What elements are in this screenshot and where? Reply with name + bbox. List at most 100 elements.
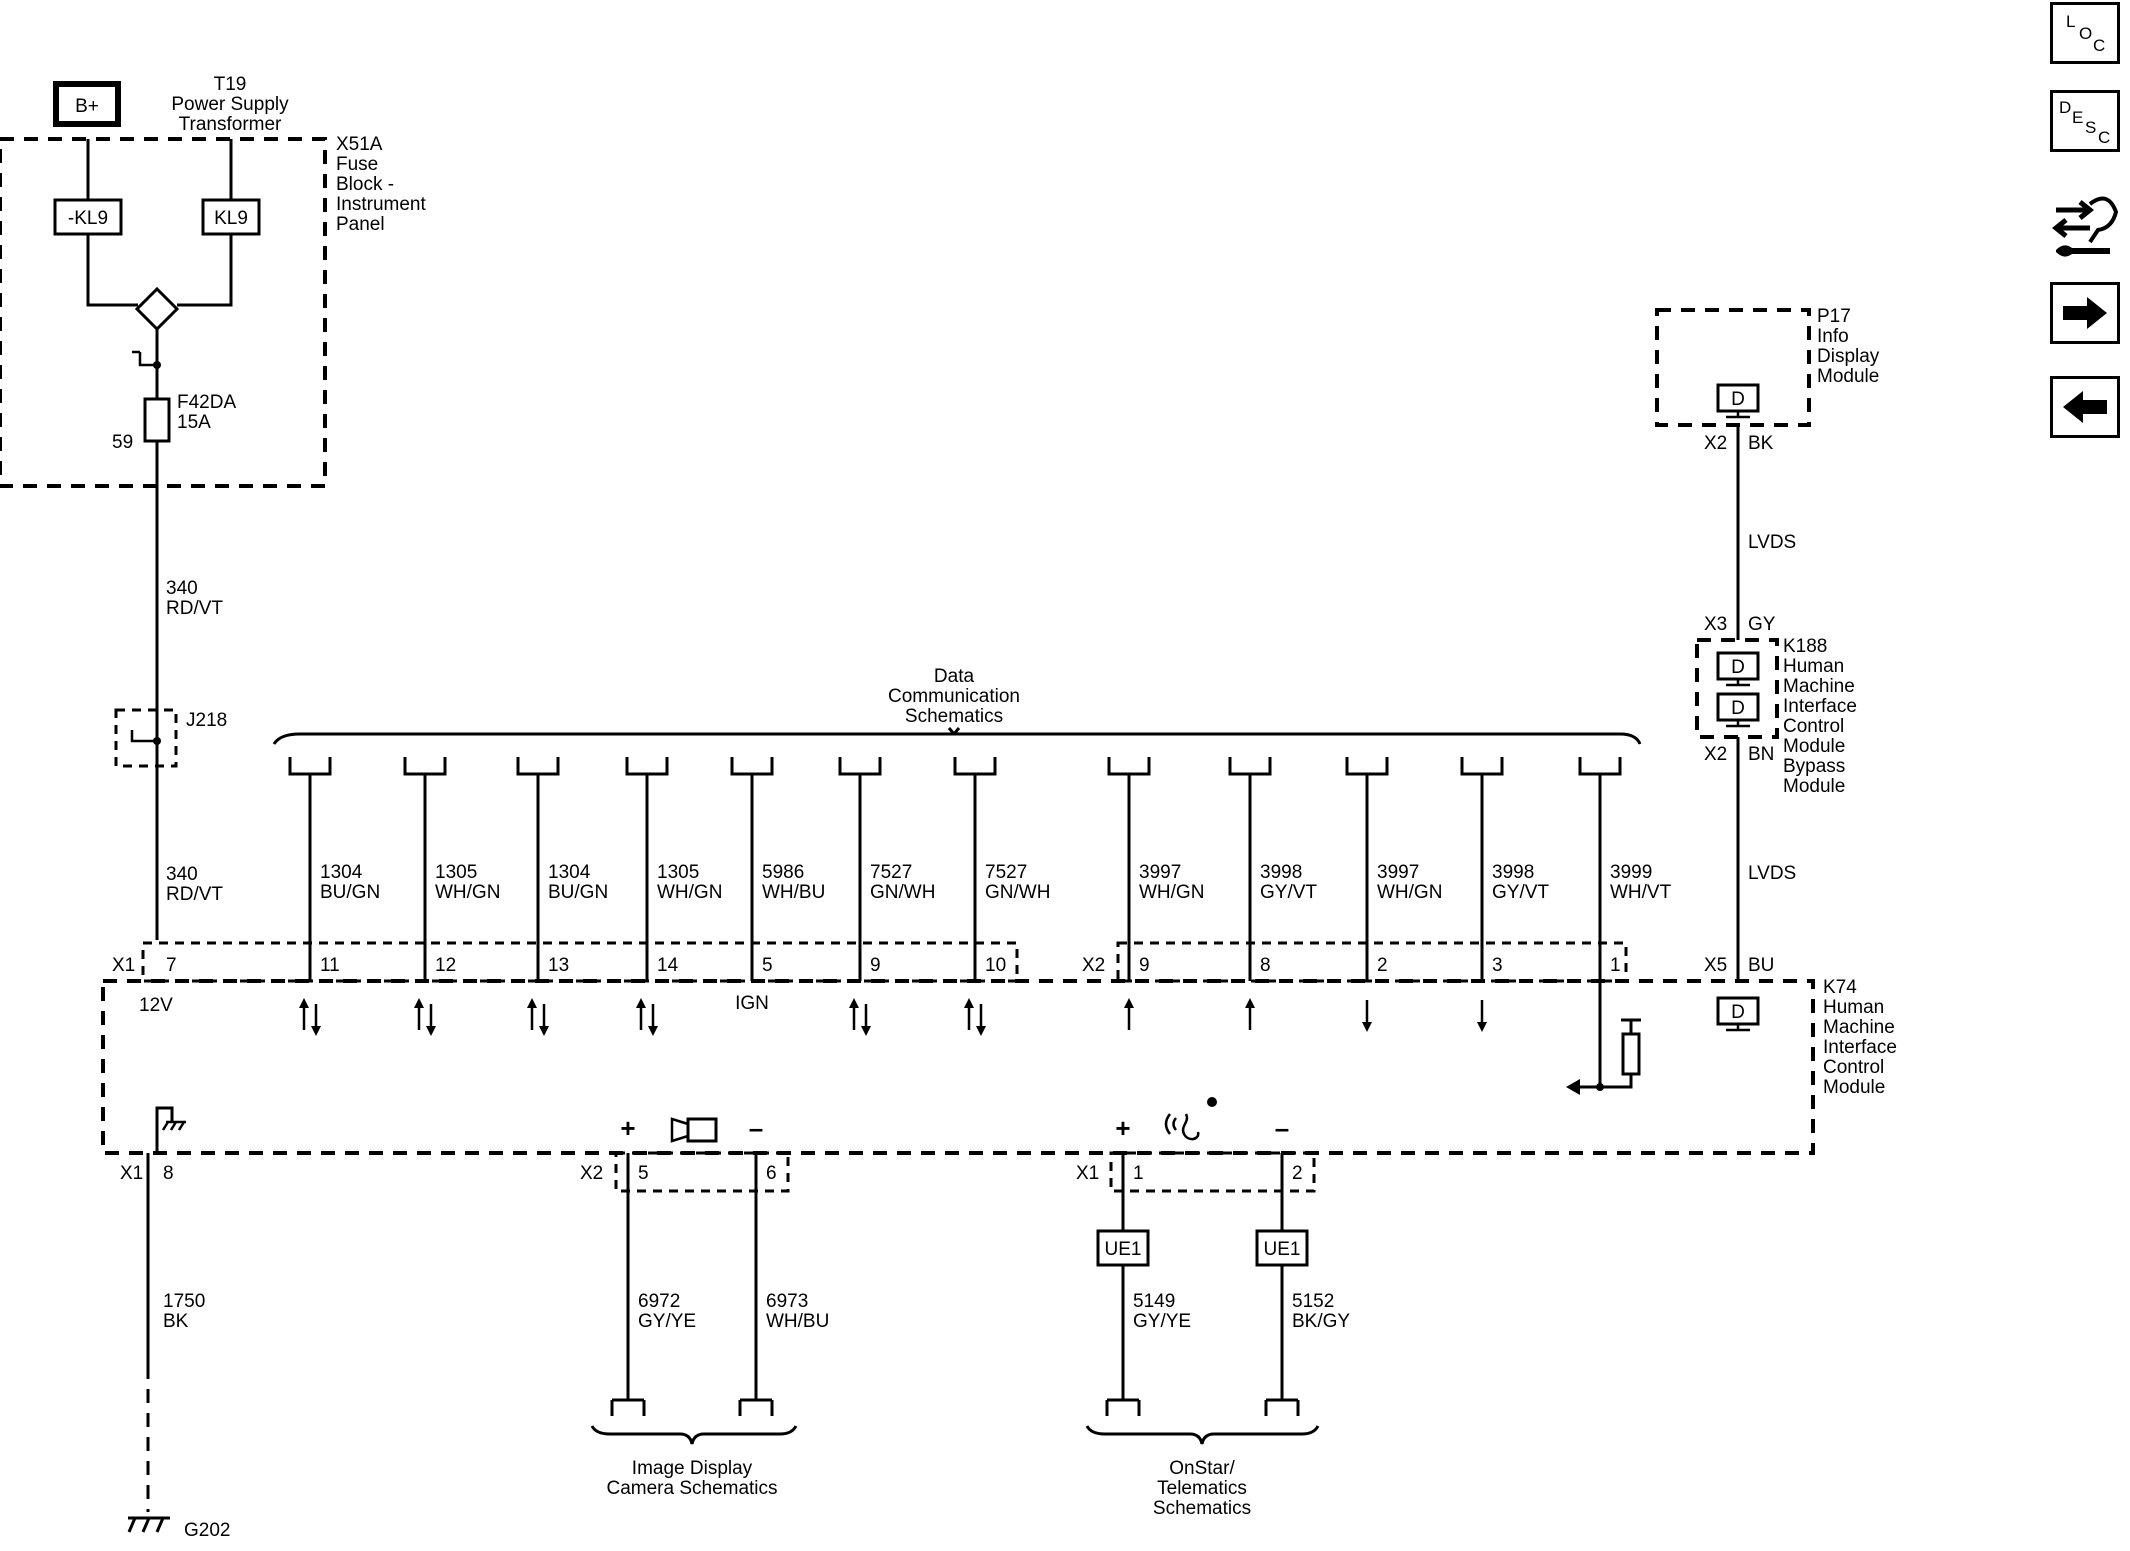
camera-plus: + xyxy=(620,1113,635,1143)
desc-button[interactable]: D E S C xyxy=(2050,90,2120,152)
comm-wire-circuit: 1305 xyxy=(657,862,699,883)
k188-d2-label: D xyxy=(1731,698,1745,719)
splice-diamond xyxy=(134,286,180,332)
ue1-box-neg xyxy=(1255,1229,1309,1267)
comm-wire-pin: 3 xyxy=(1492,955,1503,976)
mic-x1: X1 xyxy=(1076,1163,1099,1184)
comm-wire-circuit: 3997 xyxy=(1377,862,1419,883)
fuse-rating: 15A xyxy=(177,412,211,433)
comm-wire-circuit: 1304 xyxy=(548,862,591,883)
transformer-ref: T19 xyxy=(214,74,247,95)
p17-line3: Module xyxy=(1817,366,1879,387)
k188-d1-label: D xyxy=(1731,657,1745,678)
next-button[interactable] xyxy=(2050,282,2120,344)
fuse-block-line2: Block - xyxy=(336,174,394,195)
comm-arrow-8 xyxy=(1124,998,1134,1030)
fuse-block-line1: Fuse xyxy=(336,154,378,175)
comm-wire-color: WH/GN xyxy=(1377,882,1442,903)
p17-d-label: D xyxy=(1731,389,1745,410)
comm-wire-circuit: 3998 xyxy=(1492,862,1534,883)
mic-pin-pos: 1 xyxy=(1133,1163,1144,1184)
x5-color: BU xyxy=(1748,955,1774,976)
mic-connector-strip xyxy=(1109,1151,1316,1193)
comm-wire-line xyxy=(403,757,447,981)
p17-color: BK xyxy=(1748,433,1774,454)
comm-wire-line xyxy=(516,757,560,981)
ground-color: BK xyxy=(163,1311,189,1332)
loc-button[interactable]: L O C xyxy=(2050,2,2120,64)
camera-icon xyxy=(670,1117,718,1143)
camera-pin-pos: 5 xyxy=(638,1163,649,1184)
j218-hook xyxy=(130,730,157,743)
k74-d-label: D xyxy=(1731,1002,1745,1023)
lvds-label-lower: LVDS xyxy=(1748,863,1796,884)
mic-wire-pos-circuit: 5149 xyxy=(1133,1291,1175,1312)
comm-wire-circuit: 7527 xyxy=(870,862,912,883)
previous-button[interactable] xyxy=(2050,376,2120,438)
camera-wire-pos-circuit: 6972 xyxy=(638,1291,680,1312)
mic-pin-neg: 2 xyxy=(1292,1163,1303,1184)
fuse-f42da xyxy=(143,397,171,443)
comm-wire-color: WH/VT xyxy=(1610,882,1672,903)
j218-label: J218 xyxy=(186,710,227,731)
fuse-connector-hook xyxy=(132,350,157,367)
comm-wire-pin: 10 xyxy=(985,955,1006,976)
data-comm-line2: Communication xyxy=(888,686,1020,707)
x1-connector-strip xyxy=(141,941,1019,983)
comm-wire-pin: 2 xyxy=(1377,955,1388,976)
p17-ref: P17 xyxy=(1817,306,1851,327)
fuse-block-line3: Instrument xyxy=(336,194,426,215)
k74-line3: Interface xyxy=(1823,1037,1897,1058)
comm-wire-color: GN/WH xyxy=(870,882,935,903)
x2-connector-strip xyxy=(1116,941,1628,983)
k188-line2: Machine xyxy=(1783,676,1855,697)
desc-s: S xyxy=(2085,118,2096,137)
desc-e: E xyxy=(2072,108,2083,127)
j218-boundary xyxy=(114,708,178,768)
camera-wire-neg-color: WH/BU xyxy=(766,1311,829,1332)
lvds-label-upper: LVDS xyxy=(1748,532,1796,553)
mic-wire-pos-color: GY/YE xyxy=(1133,1311,1191,1332)
battery-label: B+ xyxy=(75,96,99,117)
comm-arrow-10 xyxy=(1362,1000,1372,1032)
termination-resistor xyxy=(1621,1032,1641,1076)
k188-line1: Human xyxy=(1783,656,1844,677)
comm-wire-pin: 8 xyxy=(1260,955,1271,976)
onstar-line2: Telematics xyxy=(1157,1478,1247,1499)
k188-ref: K188 xyxy=(1783,636,1827,657)
kl9-neg-wire xyxy=(86,139,138,307)
kl9-box xyxy=(201,198,261,236)
k188-line7: Module xyxy=(1783,776,1845,797)
fuse-block-ref: X51A xyxy=(336,134,383,155)
connector-end-view-button[interactable] xyxy=(2050,182,2122,262)
ground-g202-symbol xyxy=(127,1516,170,1533)
mic-plus: + xyxy=(1115,1113,1130,1143)
comm-wire-line xyxy=(625,757,669,981)
k188-x2: X2 xyxy=(1704,744,1727,765)
ground-ref: G202 xyxy=(184,1520,230,1541)
k74-display-symbol xyxy=(1716,996,1760,1032)
comm-wire-color: WH/GN xyxy=(1139,882,1204,903)
wire-340-color: RD/VT xyxy=(166,598,223,619)
k188-line4: Control xyxy=(1783,716,1844,737)
onstar-brace xyxy=(1085,1425,1320,1445)
camera-schematics-line1: Image Display xyxy=(632,1458,753,1479)
camera-wire-pos-color: GY/YE xyxy=(638,1311,696,1332)
fuse-cavity: 59 xyxy=(112,432,133,453)
k188-display-symbol-1 xyxy=(1716,651,1760,687)
fuse-block-line4: Panel xyxy=(336,214,385,235)
ground-pin8: 8 xyxy=(163,1163,174,1184)
comm-wire-circuit: 3999 xyxy=(1610,862,1652,883)
comm-arrow-4 xyxy=(636,998,658,1036)
comm-wire-color: BU/GN xyxy=(320,882,380,903)
k74-line2: Machine xyxy=(1823,1017,1895,1038)
k188-line5: Module xyxy=(1783,736,1845,757)
